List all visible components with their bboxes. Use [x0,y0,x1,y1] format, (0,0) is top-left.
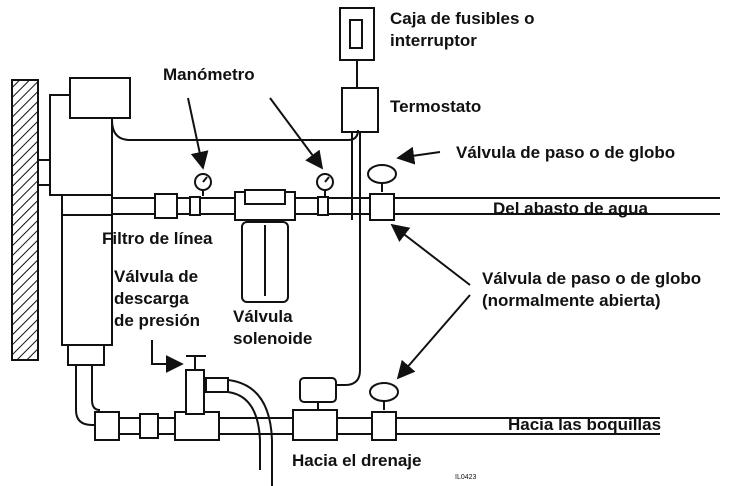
arrow-gate-valve-open-2 [396,294,471,380]
pump-unit [37,77,131,366]
gate-valve-bottom [369,382,399,410]
label-fuse-box-line2: interruptor [390,31,477,50]
bottom-pipe-line [94,409,660,441]
label-water-supply: Del abasto de agua [493,199,648,218]
relief-valve [185,355,229,415]
sensor-wire [111,119,359,141]
label-gate-valve-open-line1: Válvula de paso o de globo [482,269,702,288]
label-to-drain: Hacia el drenaje [292,451,422,470]
line-filter [241,189,289,303]
wall [11,79,39,361]
arrow-relief-valve [151,340,184,373]
label-relief-valve-line2: descarga [114,289,189,308]
label-solenoid-valve-line1: Válvula [233,307,293,326]
label-pressure-gauge: Manómetro [163,65,255,84]
control-wire [322,132,361,386]
arrow-gauge-left [187,97,209,170]
gauge-right [316,173,334,196]
label-relief-valve-line3: de presión [114,311,200,330]
label-solenoid-valve-line2: solenoide [233,329,313,348]
label-line-filter: Filtro de línea [102,229,213,248]
label-fuse-box-line1: Caja de fusibles o [390,9,535,28]
thermostat [341,87,379,133]
label-gate-valve-top: Válvula de paso o de globo [456,143,676,162]
label-relief-valve-line1: Válvula de [114,267,199,286]
arrow-gate-valve-open-1 [390,223,471,286]
arrow-gate-valve-top [396,146,441,165]
gate-valve-top [367,164,397,192]
top-pipe-line [112,191,720,221]
bottom-feed-pipe [75,365,95,426]
gauge-left [194,173,212,196]
arrow-gauge-right [269,97,324,170]
drain-hose [227,379,273,486]
label-thermostat: Termostato [390,97,482,116]
label-to-nozzles: Hacia las boquillas [508,415,662,434]
figure-code: IL0423 [455,474,477,481]
label-gate-valve-open-line2: (normalmente abierta) [482,291,661,310]
solenoid-valve [299,377,337,410]
